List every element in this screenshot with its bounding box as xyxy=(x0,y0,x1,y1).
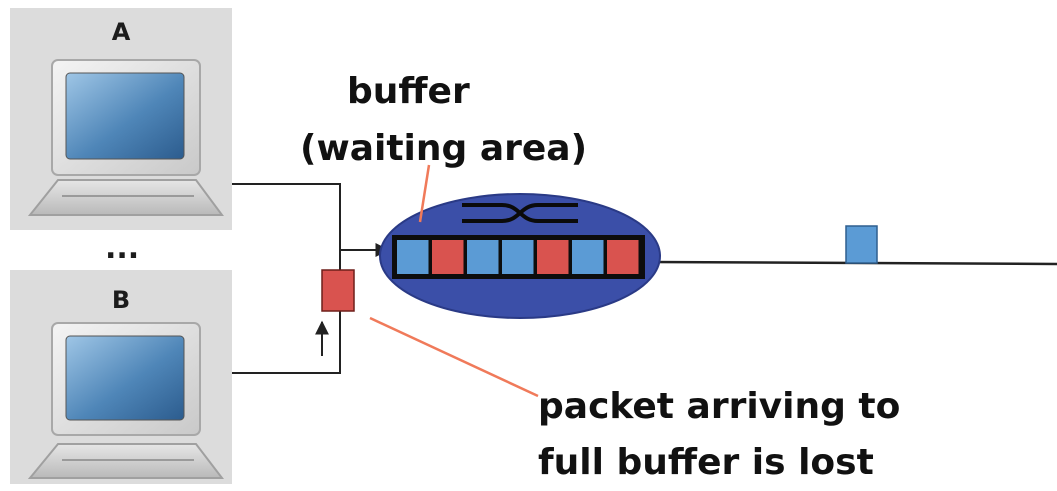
computer-icon xyxy=(27,59,224,216)
queued-packet-blue xyxy=(572,240,604,274)
buffer-queue xyxy=(397,240,639,274)
queued-packet-blue xyxy=(397,240,429,274)
host-a: A xyxy=(10,8,232,230)
router-switch-icon xyxy=(462,203,578,223)
host-b: B xyxy=(10,270,232,484)
host-a-label: A xyxy=(112,18,131,46)
queued-packet-blue xyxy=(502,240,534,274)
buffer-label: buffer xyxy=(347,71,470,112)
lost-callout-line xyxy=(369,316,539,398)
queued-packet-red xyxy=(537,240,569,274)
link-host-a xyxy=(232,183,341,250)
buffer-callout-line xyxy=(418,164,431,223)
host-b-label: B xyxy=(112,286,130,314)
lost-label-line1: packet arriving to xyxy=(538,386,900,427)
queued-packet-red xyxy=(432,240,464,274)
queued-packet-red xyxy=(607,240,639,274)
computer-icon xyxy=(27,322,225,479)
hosts-ellipsis: ... xyxy=(105,231,139,266)
lost-packet xyxy=(321,269,355,312)
buffer-sublabel: (waiting area) xyxy=(300,128,587,169)
packet-in-transit xyxy=(845,225,878,264)
lost-label-line2: full buffer is lost xyxy=(538,442,874,483)
router xyxy=(379,193,661,319)
queued-packet-blue xyxy=(467,240,499,274)
